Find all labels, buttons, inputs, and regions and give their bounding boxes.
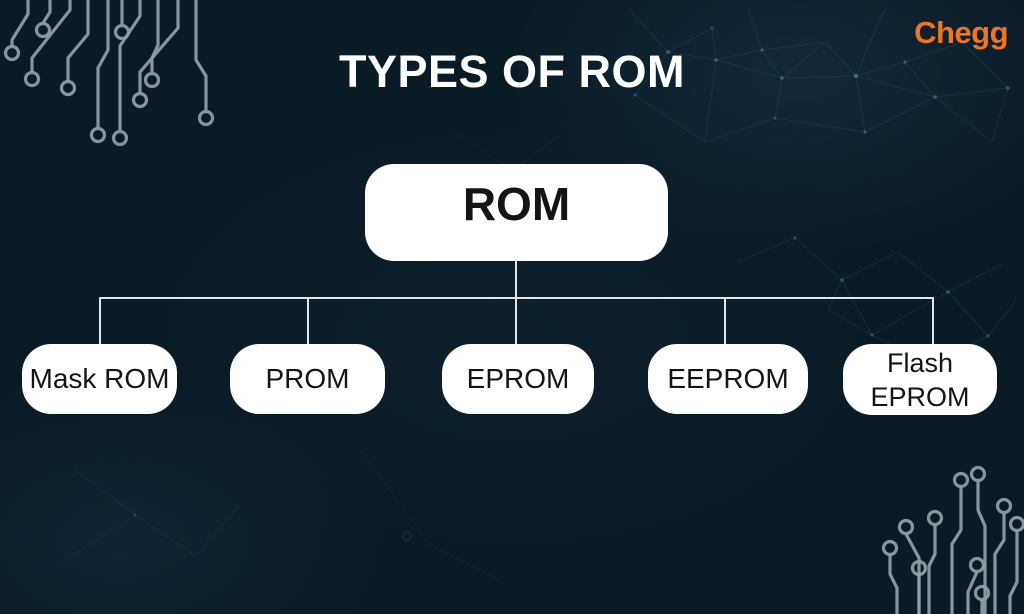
connector-drop-eprom (515, 298, 517, 344)
circuit-decoration-bottom-right-icon (881, 465, 1024, 614)
node-mask-rom: Mask ROM (22, 344, 177, 414)
node-rom: ROM (365, 164, 668, 261)
node-eprom-label: EPROM (466, 363, 570, 394)
connector-drop-prom (307, 298, 309, 344)
connector-drop-eeprom (724, 298, 726, 344)
node-rom-label: ROM (462, 177, 571, 230)
node-eeprom-label: EEPROM (667, 363, 789, 394)
connector-drop-mask-rom (99, 298, 101, 344)
node-prom-label: PROM (265, 363, 350, 394)
chegg-logo: Chegg (914, 15, 1008, 50)
node-mask-rom-label: Mask ROM (29, 363, 170, 394)
node-eprom: EPROM (442, 344, 594, 414)
node-flash-eprom-label: Flash EPROM (870, 347, 970, 412)
node-flash-eprom: Flash EPROM (843, 344, 997, 415)
connector-root-stem (515, 261, 517, 298)
node-prom: PROM (230, 344, 385, 414)
node-eeprom: EEPROM (648, 344, 808, 414)
connector-drop-flash-eprom (932, 298, 934, 344)
page-title: TYPES OF ROM (338, 46, 686, 97)
